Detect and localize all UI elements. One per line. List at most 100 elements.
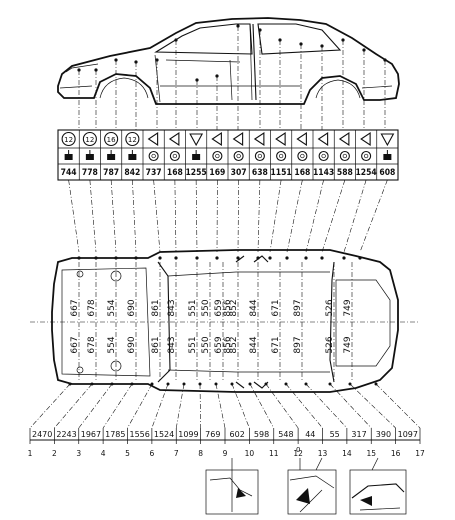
dimension-value: 44: [305, 430, 315, 439]
plan-label-top: 861: [151, 299, 161, 316]
ring-icon: [297, 150, 308, 162]
dimension-index: 11: [269, 449, 279, 458]
plan-label-top: 671: [271, 299, 281, 316]
plan-label-bottom: 678: [87, 336, 97, 353]
flag-icon: [296, 131, 307, 147]
circle-number-icon: 12: [125, 131, 140, 147]
pad-icon: [107, 150, 116, 160]
plan-label-bottom: 667: [70, 336, 80, 353]
symbol-number: 16: [107, 136, 116, 144]
pad-icon: [192, 150, 201, 160]
dimension-index: 14: [342, 449, 352, 458]
code-value: 638: [252, 168, 268, 178]
detail-view-3: [349, 469, 407, 515]
code-value: 608: [379, 168, 395, 178]
dimension-value: 1556: [130, 430, 150, 439]
dimension-index: 4: [101, 449, 106, 458]
plan-label-bottom: 671: [271, 336, 281, 353]
flag-icon: [317, 131, 329, 147]
dimension-index: 10: [245, 449, 255, 458]
plan-label-bottom: 526: [325, 336, 335, 353]
flag-icon: [232, 131, 244, 147]
code-value: 787: [103, 168, 119, 178]
pad-icon: [383, 150, 392, 160]
dimension-value: 598: [254, 430, 269, 439]
side-view: [57, 17, 400, 105]
code-value: 588: [337, 168, 353, 178]
triangle-icon: [189, 133, 204, 147]
circle-number-icon: 12: [82, 131, 97, 147]
dimension-value: 1967: [81, 430, 101, 439]
dimension-value: 2243: [56, 430, 76, 439]
detail-view-1: [205, 469, 259, 515]
ring-icon: [276, 150, 287, 162]
flag-icon: [168, 131, 180, 147]
pad-icon: [64, 150, 73, 160]
dimension-index: 13: [318, 449, 328, 458]
plan-label-bottom: 844: [249, 336, 259, 353]
plan-label-top-extra: 856: [223, 299, 233, 316]
dimension-index: 17: [415, 449, 425, 458]
dimension-value: 317: [351, 430, 366, 439]
plan-label-top: 554: [107, 299, 117, 316]
dimension-value: 1097: [398, 430, 418, 439]
plan-label-top: 526: [325, 299, 335, 316]
symbol-number: 12: [128, 136, 137, 144]
plan-label-bottom: 852: [229, 336, 239, 353]
circle-number-icon: 12: [61, 131, 76, 147]
dimension-index: 3: [76, 449, 81, 458]
dimension-value: 1524: [154, 430, 174, 439]
detail-callouts: [231, 457, 379, 471]
code-value: 1254: [355, 168, 376, 178]
plan-label-top: 749: [343, 299, 353, 316]
plan-label-bottom: 659: [214, 336, 224, 353]
plan-label-top: 897: [293, 299, 303, 316]
symbol-number: 12: [64, 136, 73, 144]
dimension-index: 2: [52, 449, 57, 458]
dimension-index: 6: [149, 449, 154, 458]
dimension-leaders: [29, 382, 421, 429]
code-value: 307: [231, 168, 247, 178]
dimension-value: 390: [376, 430, 391, 439]
side-leaders: [77, 24, 387, 130]
symbol-row: 12 12 16 12: [61, 131, 395, 147]
detail-views: [205, 457, 407, 515]
dimension-index: 9: [223, 449, 228, 458]
plan-label-top: 690: [127, 299, 137, 316]
code-value: 842: [124, 168, 140, 178]
flag-icon: [338, 131, 350, 147]
dimension-index: 16: [391, 449, 401, 458]
ring-icon: [212, 150, 223, 162]
dimension-value: 548: [278, 430, 293, 439]
plan-label-top: 844: [249, 299, 259, 316]
code-value: 168: [294, 168, 310, 178]
code-value: 168: [167, 168, 183, 178]
circle-number-icon: 16: [104, 131, 119, 147]
dimension-index: 15: [366, 449, 376, 458]
code-value: 737: [146, 168, 162, 178]
pad-icon: [85, 150, 94, 160]
plan-label-top: 551: [188, 299, 198, 316]
dimension-value: 602: [230, 430, 245, 439]
dimension-index: 5: [125, 449, 130, 458]
code-value: 778: [82, 168, 98, 178]
fixture-row: [64, 150, 392, 162]
code-value: 1143: [313, 168, 334, 178]
plan-label-top: 843: [167, 299, 177, 316]
ring-icon: [318, 150, 329, 162]
plan-label-bottom: 550: [201, 336, 211, 353]
flag-icon: [147, 131, 159, 147]
dimension-value: 2470: [32, 430, 52, 439]
ring-icon: [169, 150, 180, 162]
detail-view-2: [287, 469, 337, 515]
flag-icon: [360, 131, 371, 147]
dimension-value: 55: [330, 430, 340, 439]
ring-icon: [339, 150, 350, 162]
ring-icon: [254, 150, 265, 162]
